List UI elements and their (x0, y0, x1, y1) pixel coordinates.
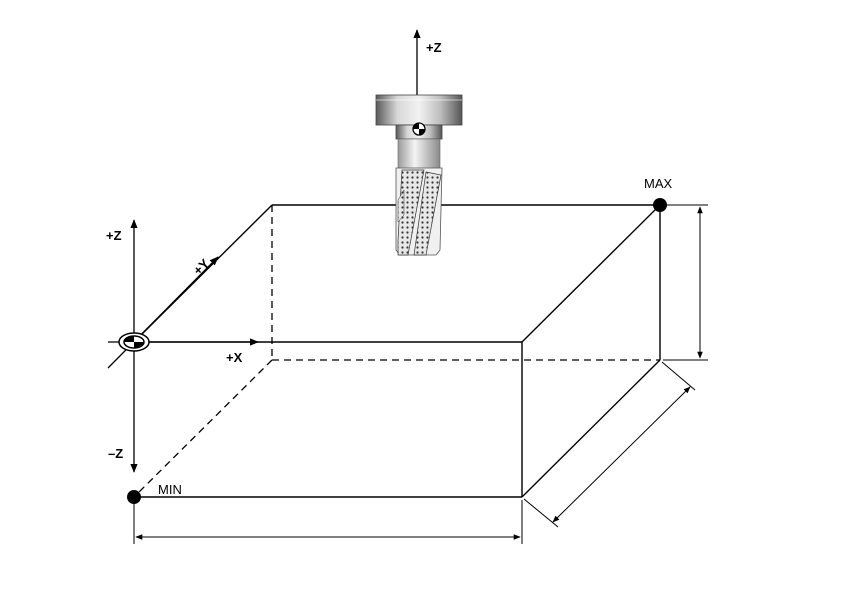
z-positive-label: +Z (106, 228, 122, 243)
dimension-lines (133, 204, 708, 544)
x-axis-label: +X (226, 350, 243, 365)
datum-symbol-icon (118, 332, 150, 352)
max-point (653, 198, 667, 212)
y-axis-label: +Y (190, 256, 212, 278)
max-label: MAX (644, 176, 673, 191)
hidden-edge-left-bottom (133, 359, 273, 498)
end-mill-tool-icon (375, 94, 463, 256)
tool-z-label: +Z (426, 40, 442, 55)
z-negative-label: –Z (108, 446, 123, 461)
min-label: MIN (158, 482, 182, 497)
depth-dimension (552, 386, 691, 523)
min-point (127, 490, 141, 504)
hidden-edges (133, 205, 660, 498)
